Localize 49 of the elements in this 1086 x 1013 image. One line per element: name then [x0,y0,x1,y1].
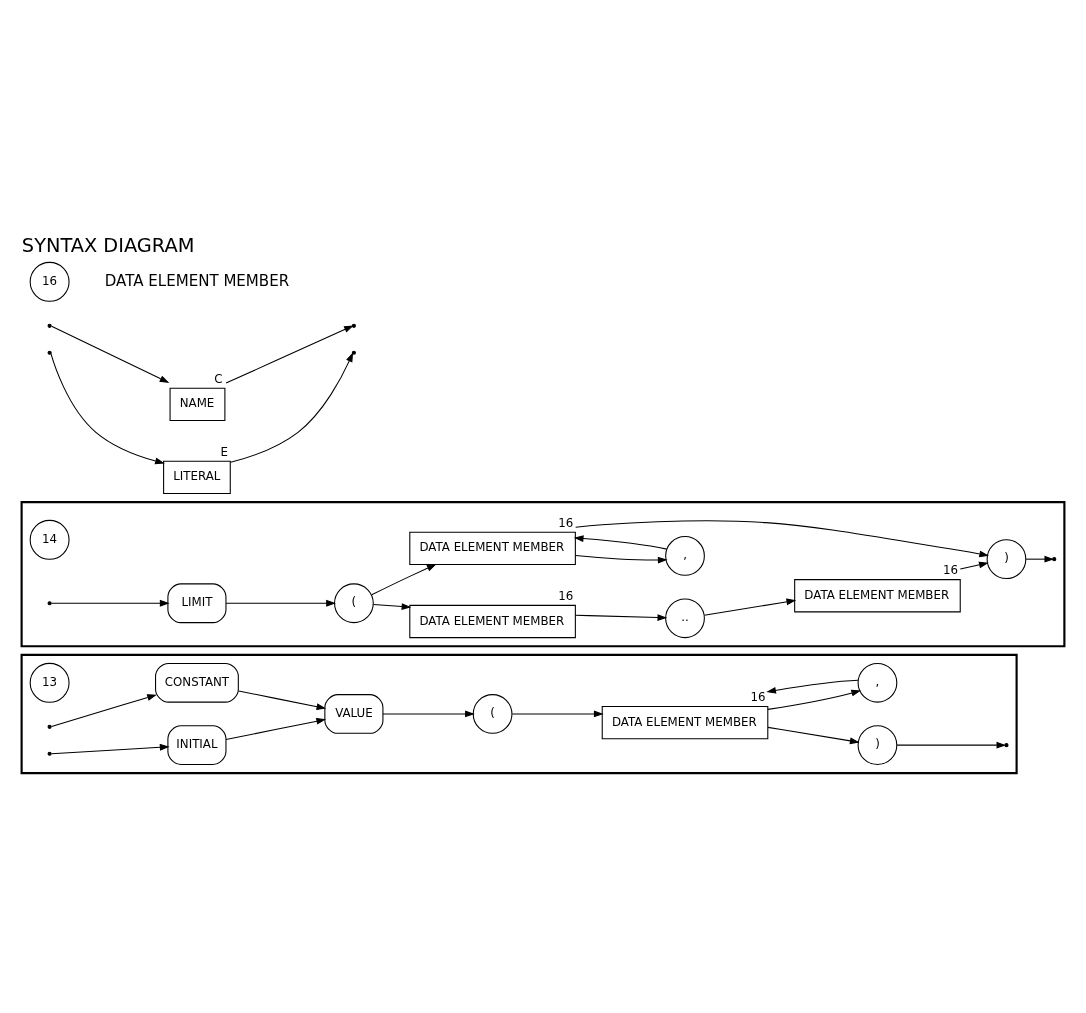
arrow [511,710,604,717]
arrow [225,324,354,384]
node-label: 16 [750,689,766,704]
arrow [51,325,170,383]
node-circle: 13 [29,662,70,703]
arrow [575,519,989,557]
arrow [767,726,860,744]
node-circle: ( [472,693,513,734]
arrow [766,679,859,694]
arrow [896,741,1007,749]
node-label: 16 [558,515,574,530]
arrow [574,554,668,563]
node-box: LIMIT [167,582,227,623]
arrow [225,717,327,740]
arrow [371,563,437,595]
cluster [20,500,1066,647]
arrow [238,689,327,710]
node-circle: 16 [29,261,70,302]
node-box: VALUE [324,693,384,734]
arrow [959,561,989,570]
label: DATA ELEMENT MEMBER [104,271,290,290]
node-circle: .. [665,597,705,638]
arrow [51,743,170,754]
cluster [20,653,1018,774]
node-circle: ( [334,582,374,623]
node-circle: , [857,662,898,703]
node-circle: ) [986,538,1027,579]
arrow [1025,555,1055,563]
diagram-title: SYNTAX DIAGRAM [21,233,195,257]
arrow [703,597,797,616]
arrow [225,599,336,607]
arrow [574,613,668,621]
arrow [573,534,668,550]
node-box: INITIAL [167,724,227,765]
node-label: C [214,371,223,386]
arrow [230,351,354,463]
node-circle: ) [857,724,898,765]
node-label: 16 [558,588,574,603]
node-circle: 14 [29,519,70,560]
arrow [382,710,475,717]
arrow [51,693,157,727]
node-circle: , [665,535,705,576]
arrow [767,689,862,710]
node-box: CONSTANT [155,662,239,703]
node-label: E [220,444,229,459]
arrow [372,602,412,610]
node-label: 16 [943,562,959,577]
arrow [51,599,170,607]
arrow [50,352,165,464]
